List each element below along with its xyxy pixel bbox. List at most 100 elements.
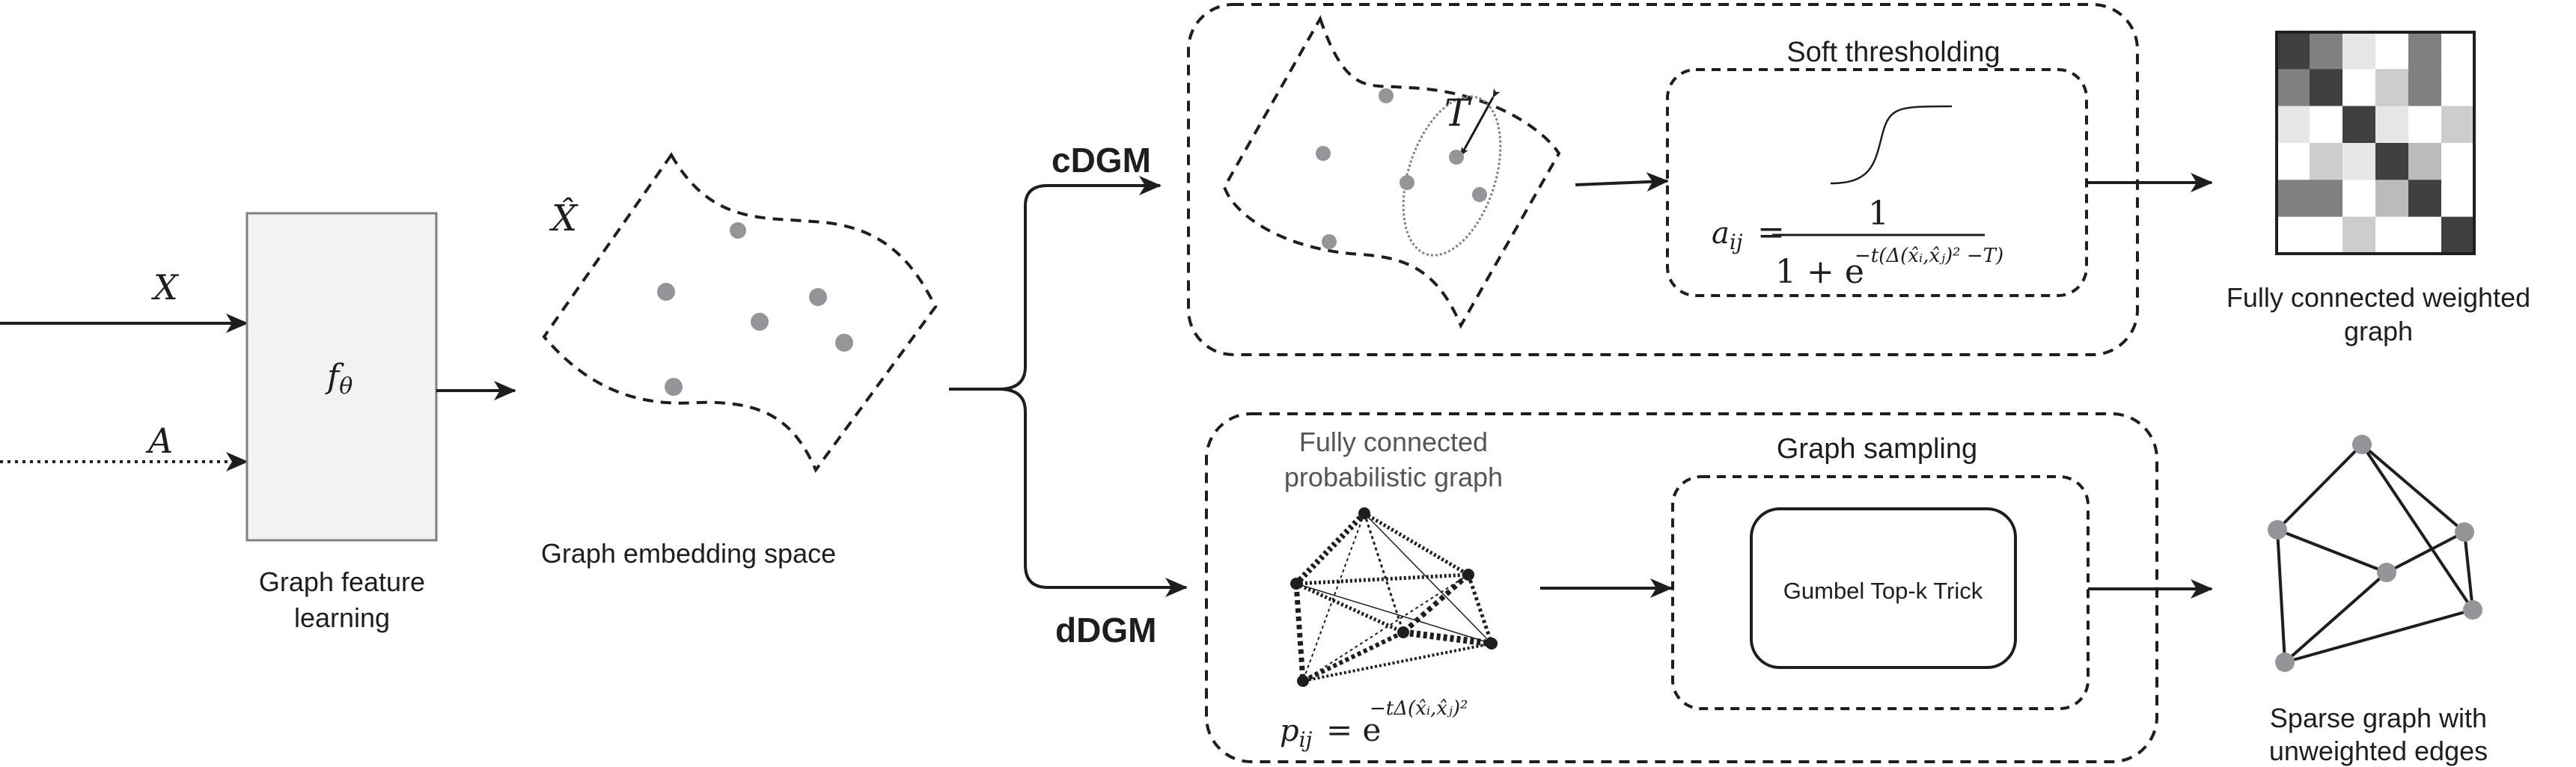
matrix-cell xyxy=(2441,32,2475,70)
matrix-cell xyxy=(2441,143,2475,180)
matrix-cell xyxy=(2408,69,2442,107)
embedding-node xyxy=(730,222,746,239)
input-a-label: A xyxy=(145,421,173,461)
embedding-space: X̂ Graph embedding space xyxy=(541,152,938,569)
matrix-cell xyxy=(2375,216,2409,254)
sparse-node xyxy=(2463,600,2482,620)
matrix-cell xyxy=(2310,106,2343,144)
matrix-cell xyxy=(2310,69,2343,107)
sparse-graph: Sparse graph with unweighted edges xyxy=(2268,435,2488,766)
matrix-cell xyxy=(2375,143,2409,180)
matrix-cell xyxy=(2441,180,2475,218)
cdgm-panel: T Soft thresholding aij = 1 1 + e −t(Δ(x… xyxy=(1187,3,2213,356)
matrix-cell xyxy=(2277,69,2310,107)
threshold-symbol: T xyxy=(1444,91,1472,135)
manifold-to-threshold-arrow xyxy=(1575,172,1669,192)
prob-node xyxy=(1397,626,1409,638)
probabilistic-graph xyxy=(1290,507,1498,687)
prob-edge xyxy=(1295,583,1492,644)
sparse-edge xyxy=(2277,528,2387,574)
sparse-edge xyxy=(2360,443,2474,611)
matrix-cell xyxy=(2375,32,2409,70)
embedding-node xyxy=(657,283,675,301)
prob-formula-exponent: −tΔ(x̂ᵢ,x̂ⱼ)² xyxy=(1370,697,1468,720)
prob-edge xyxy=(1302,642,1492,682)
cdgm-node xyxy=(1400,175,1414,190)
sparse-graph-caption-line1: Sparse graph with xyxy=(2270,703,2487,733)
matrix-cell xyxy=(2408,106,2442,144)
matrix-cell xyxy=(2277,143,2310,180)
prob-edge xyxy=(1401,572,1471,635)
weighted-adjacency-matrix: Fully connected weighted graph xyxy=(2226,31,2530,346)
prob-edge xyxy=(1302,513,1365,682)
prob-edge xyxy=(1293,583,1306,682)
soft-thresholding-title: Soft thresholding xyxy=(1786,37,2000,68)
prob-node xyxy=(1486,638,1498,650)
ddgm-branch-arrow xyxy=(998,388,1188,597)
embedding-node xyxy=(809,288,827,306)
embedding-symbol: X̂ xyxy=(549,196,579,239)
feature-box xyxy=(245,212,438,542)
input-a: A xyxy=(0,421,248,471)
matrix-cell xyxy=(2408,180,2442,218)
weighted-graph-caption-line2: graph xyxy=(2344,316,2413,346)
cdgm-label: cDGM xyxy=(1052,141,1151,180)
matrix-cell xyxy=(2310,180,2343,218)
cdgm-manifold-outline xyxy=(1222,15,1561,329)
matrix-cell xyxy=(2375,180,2409,218)
cdgm-node xyxy=(1316,146,1331,161)
input-x: X xyxy=(0,267,248,333)
branch-bracket: cDGM dDGM xyxy=(949,141,1188,650)
f-theta-symbol: fθ xyxy=(325,358,352,400)
prob-node xyxy=(1462,569,1474,581)
weighted-graph-caption-line1: Fully connected weighted xyxy=(2226,282,2530,313)
formula-equals: = xyxy=(1757,213,1785,251)
prob-formula: pij = e −tΔ(x̂ᵢ,x̂ⱼ)² xyxy=(1280,697,1468,752)
matrix-cell xyxy=(2277,106,2310,144)
prob-edge xyxy=(1294,511,1367,586)
prob-edge xyxy=(1295,572,1469,586)
threshold-arrow xyxy=(1459,88,1501,156)
cdgm-node xyxy=(1449,150,1464,165)
matrix-cell xyxy=(2342,106,2376,144)
sparse-graph-caption-line2: unweighted edges xyxy=(2269,736,2488,766)
prob-node xyxy=(1297,675,1309,687)
matrix-border xyxy=(2275,31,2476,255)
sparse-edge xyxy=(2463,531,2474,611)
formula-a-sub: ij xyxy=(1730,230,1743,254)
feature-learning-block: fθ Graph feature learning xyxy=(245,212,438,633)
cdgm-node xyxy=(1322,234,1337,249)
matrix-cell xyxy=(2408,32,2442,70)
formula-lhs: aij xyxy=(1712,216,1743,254)
sparse-edge xyxy=(2276,529,2286,663)
soft-thresholding-formula: aij = 1 1 + e −t(Δ(x̂ᵢ,x̂ⱼ)² −T) xyxy=(1712,195,2003,291)
matrix-cell xyxy=(2375,106,2409,144)
sparse-node xyxy=(2377,563,2396,582)
matrix-cell xyxy=(2408,143,2442,180)
feature-caption-line2: learning xyxy=(294,602,390,633)
sparse-node xyxy=(2268,520,2287,540)
matrix-cell xyxy=(2408,216,2442,254)
matrix-cells xyxy=(2277,32,2475,254)
matrix-cell xyxy=(2342,69,2376,107)
sparse-edge xyxy=(2283,571,2388,664)
ddgm-label: dDGM xyxy=(1055,611,1156,650)
cdgm-branch-arrow xyxy=(949,176,1162,391)
sparse-edge xyxy=(2386,531,2465,574)
matrix-cell xyxy=(2277,216,2310,254)
matrix-cell xyxy=(2342,216,2376,254)
sparse-node xyxy=(2455,522,2474,542)
matrix-cell xyxy=(2441,69,2475,107)
embedding-caption: Graph embedding space xyxy=(541,538,836,569)
gumbel-topk-block xyxy=(1750,507,2017,669)
matrix-cell xyxy=(2277,32,2310,70)
prob-graph-title-line2: probabilistic graph xyxy=(1284,462,1503,492)
sparse-edge xyxy=(2276,443,2363,531)
formula-a: a xyxy=(1712,216,1730,251)
formula-p: p xyxy=(1280,714,1299,748)
sparse-node xyxy=(2275,653,2295,672)
matrix-cell xyxy=(2441,216,2475,254)
prob-node xyxy=(1358,507,1370,519)
matrix-cell xyxy=(2375,69,2409,107)
